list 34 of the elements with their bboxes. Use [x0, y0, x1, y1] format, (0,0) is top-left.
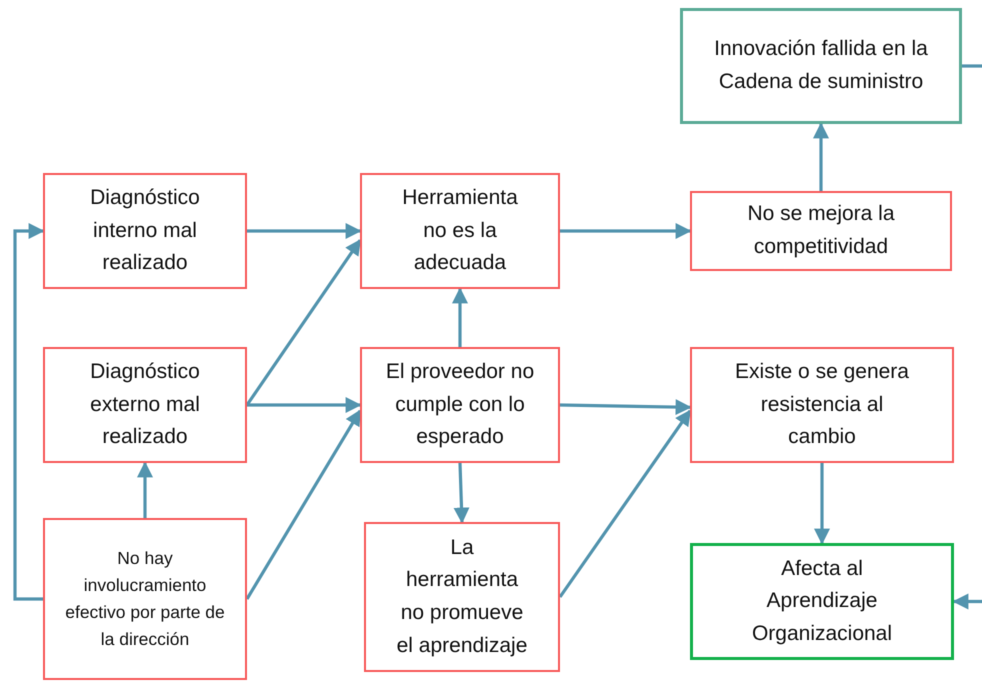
box-text: No se mejora la competitividad: [746, 201, 896, 260]
arrow: [814, 463, 830, 545]
process-box: [360, 173, 560, 289]
arrow: [246, 409, 362, 600]
box-text: Diagnóstico externo mal realizado: [89, 359, 201, 450]
arrow: [137, 461, 153, 518]
arrow: [13, 223, 45, 601]
arrow: [454, 462, 470, 524]
arrow: [558, 410, 692, 598]
process-box: [680, 8, 962, 124]
arrow: [560, 399, 692, 416]
box-text: Afecta al Aprendizaje Organizacional: [750, 556, 894, 647]
box-text: Innovación fallida en la Cadena de suministro: [713, 36, 929, 95]
arrow: [560, 223, 692, 239]
arrow: [452, 287, 468, 347]
process-box: [364, 522, 560, 672]
arrow: [247, 397, 362, 413]
process-box: [43, 173, 247, 289]
process-box: [690, 191, 952, 271]
arrow: [952, 594, 982, 610]
box-text: Diagnóstico interno mal realizado: [89, 185, 201, 276]
process-box: [360, 347, 560, 463]
box-text: El proveedor no cumple con lo esperado: [384, 359, 536, 450]
box-text: La herramienta no promueve el aprendizaje: [396, 534, 528, 659]
arrow: [246, 238, 362, 406]
process-box: [690, 543, 954, 660]
arrow: [813, 122, 829, 191]
box-text: No hay involucramiento efectivo por parte de la dirección: [64, 546, 226, 652]
process-box: [690, 347, 954, 463]
process-box: [43, 518, 247, 680]
box-text: Existe o se genera resistencia al cambio: [734, 359, 910, 450]
process-box: [43, 347, 247, 463]
arrow: [247, 223, 362, 239]
box-text: Herramienta no es la adecuada: [401, 185, 519, 276]
